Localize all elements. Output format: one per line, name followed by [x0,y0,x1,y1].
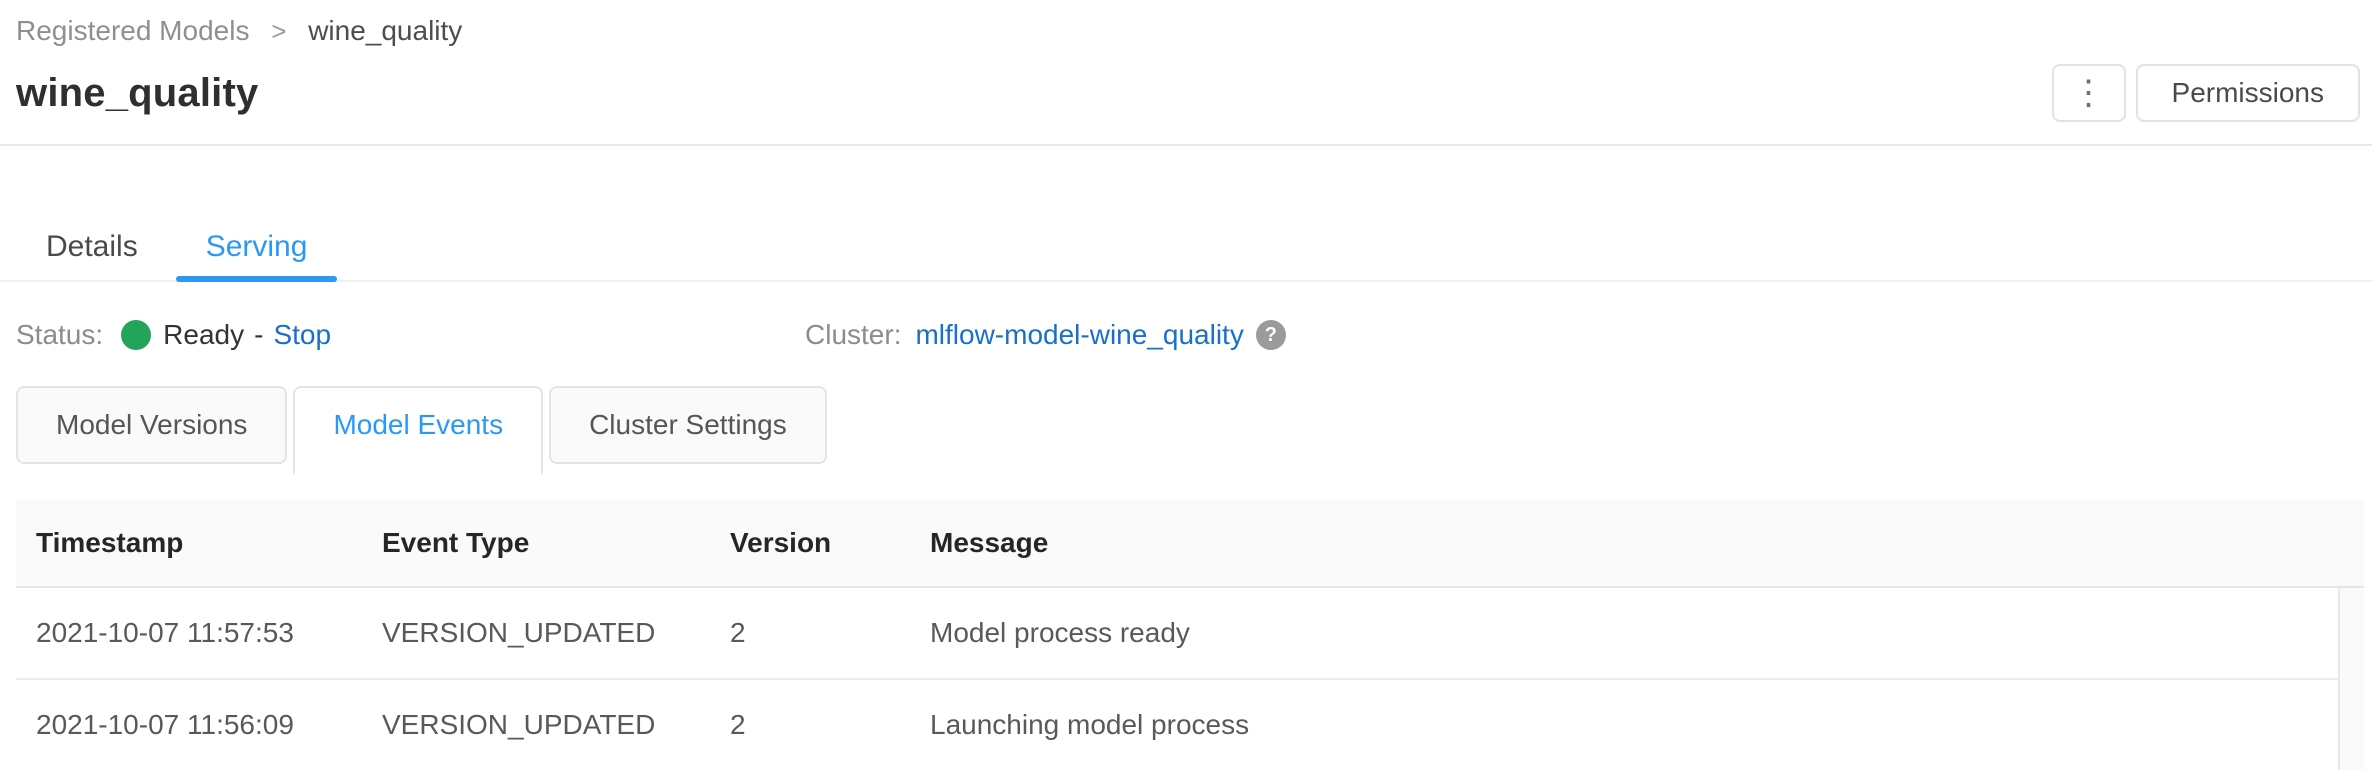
cell-event-type: VERSION_UPDATED [382,709,656,740]
status-label: Status: [16,319,104,350]
help-icon[interactable]: ? [1255,320,1286,350]
status-section: Status: Ready - Stop [16,318,805,352]
cell-event-type: VERSION_UPDATED [382,617,656,648]
breadcrumb-current-model: wine_quality [308,15,463,46]
subtab-model-events[interactable]: Model Events [293,386,544,474]
kebab-menu-icon: ⋮ [2071,74,2106,112]
page-title: wine_quality [16,70,259,115]
cell-message: Launching model process [930,709,1250,740]
tab-details[interactable]: Details [46,230,138,263]
column-header-version: Version [730,527,832,558]
cell-timestamp: 2021-10-07 11:56:09 [36,709,294,740]
cell-version: 2 [730,709,746,740]
status-separator: - [254,319,264,350]
breadcrumb-registered-models-link[interactable]: Registered Models [16,15,250,46]
cluster-link[interactable]: mlflow-model-wine_quality [915,319,1244,350]
cell-message: Model process ready [930,617,1190,648]
column-header-event-type: Event Type [382,527,530,558]
table-row: 2021-10-07 11:56:09 VERSION_UPDATED 2 La… [16,680,2338,770]
serving-subtab-bar: Model Versions Model Events Cluster Sett… [0,386,2372,474]
model-events-table: Timestamp Event Type Version Message 202… [16,500,2364,770]
table-header-row: Timestamp Event Type Version Message [16,500,2364,588]
permissions-button[interactable]: Permissions [2135,64,2360,122]
more-options-button[interactable]: ⋮ [2051,64,2126,122]
cell-version: 2 [730,617,746,648]
status-ready-dot-icon [121,320,152,350]
table-body: 2021-10-07 11:57:53 VERSION_UPDATED 2 Mo… [16,588,2364,770]
status-value: Ready [163,319,245,350]
title-row: wine_quality ⋮ Permissions [0,64,2372,122]
breadcrumb: Registered Models > wine_quality [0,0,2372,48]
table-scrollbar-gutter[interactable] [2338,588,2364,770]
main-tab-bar: Details Serving [0,146,2372,282]
title-actions: ⋮ Permissions [2051,64,2360,122]
column-header-message: Message [930,527,1049,558]
header-divider [0,144,2372,146]
breadcrumb-chevron-icon: > [271,16,287,46]
subtab-cluster-settings[interactable]: Cluster Settings [549,386,827,464]
cell-timestamp: 2021-10-07 11:57:53 [36,617,294,648]
tab-serving[interactable]: Serving [175,230,338,282]
subtab-model-versions[interactable]: Model Versions [16,386,288,464]
column-header-timestamp: Timestamp [36,527,184,558]
table-row: 2021-10-07 11:57:53 VERSION_UPDATED 2 Mo… [16,588,2338,680]
cluster-section: Cluster: mlflow-model-wine_quality ? [805,318,1286,352]
stop-serving-link[interactable]: Stop [273,319,332,350]
serving-status-row: Status: Ready - Stop Cluster: mlflow-mod… [0,318,2372,352]
cluster-label: Cluster: [805,319,902,350]
